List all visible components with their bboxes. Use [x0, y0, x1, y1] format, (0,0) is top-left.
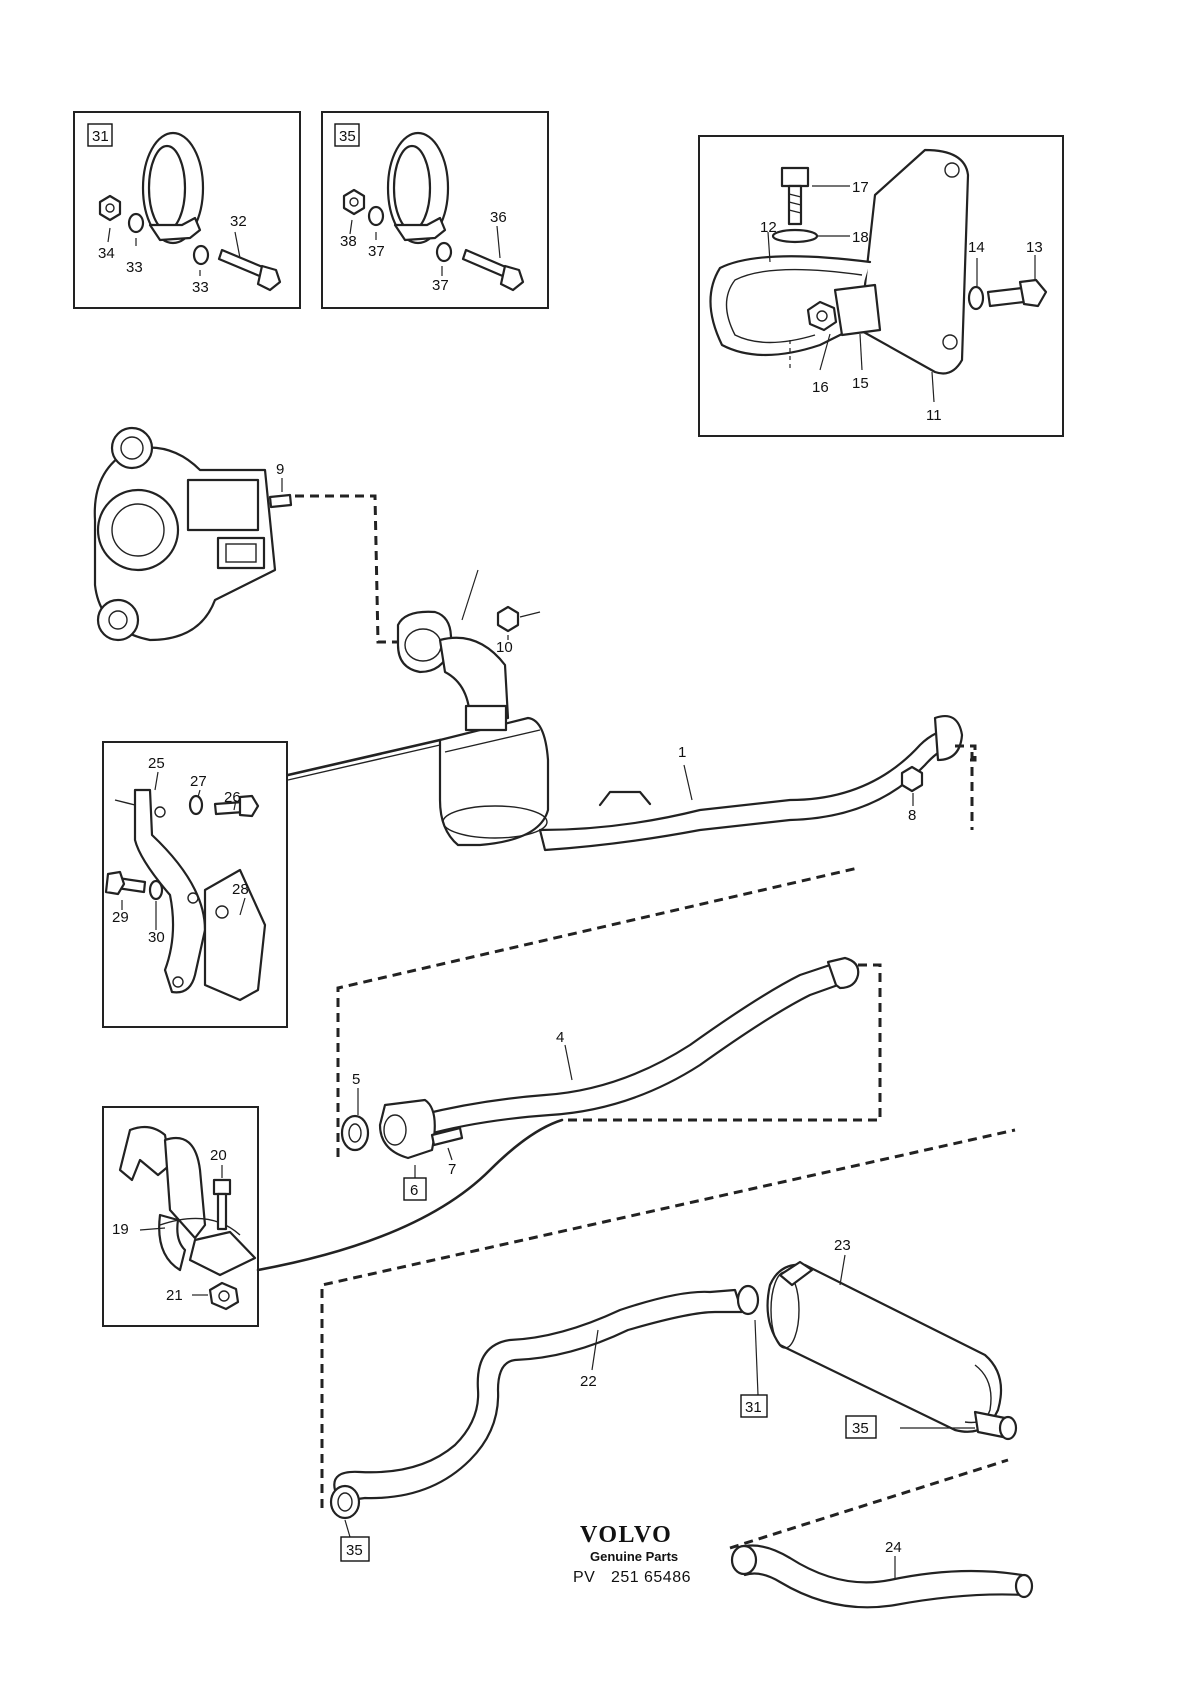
callout-28: 28	[232, 881, 249, 898]
callout-38: 38	[340, 233, 357, 250]
callout-18: 18	[852, 229, 869, 246]
intermediate-pipe	[336, 866, 882, 1178]
connector-turbo-pipe	[295, 494, 400, 644]
callout-37a: 37	[368, 243, 385, 260]
front-pipe-catalyst	[396, 569, 964, 852]
callout-14: 14	[968, 239, 985, 256]
callout-32: 32	[230, 213, 247, 230]
turbocharger	[93, 426, 293, 642]
reference-boxes: 31 35 6 31 35 35	[87, 123, 877, 1562]
inset-clamp-19	[102, 1106, 259, 1327]
callout-16: 16	[812, 379, 829, 396]
callout-25: 25	[148, 755, 165, 772]
callout-8: 8	[908, 807, 916, 824]
callout-29: 29	[112, 909, 129, 926]
inset-hanger-bracket	[698, 135, 1064, 437]
callout-26: 26	[224, 789, 241, 806]
callout-21: 21	[166, 1287, 183, 1304]
callout-33a: 33	[126, 259, 143, 276]
callout-15: 15	[852, 375, 869, 392]
callout-27: 27	[190, 773, 207, 790]
callout-36: 36	[490, 209, 507, 226]
rear-pipe-silencer	[320, 1128, 1018, 1538]
callout-labels: 1 4 5 7 8 9 10 11 12 13 14 15 16 17 18 1…	[98, 179, 1043, 1556]
callout-30: 30	[148, 929, 165, 946]
callout-19: 19	[112, 1221, 129, 1238]
part-code-mid: 251	[611, 1569, 639, 1586]
callout-13: 13	[1026, 239, 1043, 256]
callout-4: 4	[556, 1029, 564, 1046]
tail-pipe	[729, 1458, 1034, 1609]
callout-7: 7	[448, 1161, 456, 1178]
callout-34: 34	[98, 245, 115, 262]
ref-box-31: 31	[745, 1399, 762, 1416]
ref-box-35-silencer: 35	[852, 1420, 869, 1437]
callout-22: 22	[580, 1373, 597, 1390]
connector-bracket-catalyst	[286, 738, 442, 777]
callout-11: 11	[926, 407, 942, 424]
callout-37b: 37	[432, 277, 449, 294]
inset-catalyst-bracket	[102, 741, 288, 1028]
brand-footer: VOLVO Genuine Parts PV 251 65486	[573, 1522, 691, 1586]
ref-box-35-pipe: 35	[346, 1542, 363, 1559]
ref-box-35-inset: 35	[339, 128, 356, 145]
callout-17: 17	[852, 179, 869, 196]
callout-5: 5	[352, 1071, 360, 1088]
callout-23: 23	[834, 1237, 851, 1254]
genuine-parts-label: Genuine Parts	[590, 1549, 678, 1564]
connector-pipe-flange	[955, 744, 977, 830]
inset-clamp-31	[73, 111, 301, 309]
part-code-suffix: 65486	[644, 1569, 691, 1586]
ref-box-31-inset: 31	[92, 128, 109, 145]
callout-10: 10	[496, 639, 513, 656]
ref-box-6: 6	[410, 1182, 418, 1199]
callout-1: 1	[678, 744, 686, 761]
callout-24: 24	[885, 1539, 902, 1556]
callout-12: 12	[760, 219, 777, 236]
callout-33b: 33	[192, 279, 209, 296]
part-code-prefix: PV	[573, 1569, 595, 1586]
callout-20: 20	[210, 1147, 227, 1164]
inset-clamp-35	[321, 111, 549, 309]
callout-9: 9	[276, 461, 284, 478]
volvo-logo: VOLVO	[580, 1522, 672, 1548]
